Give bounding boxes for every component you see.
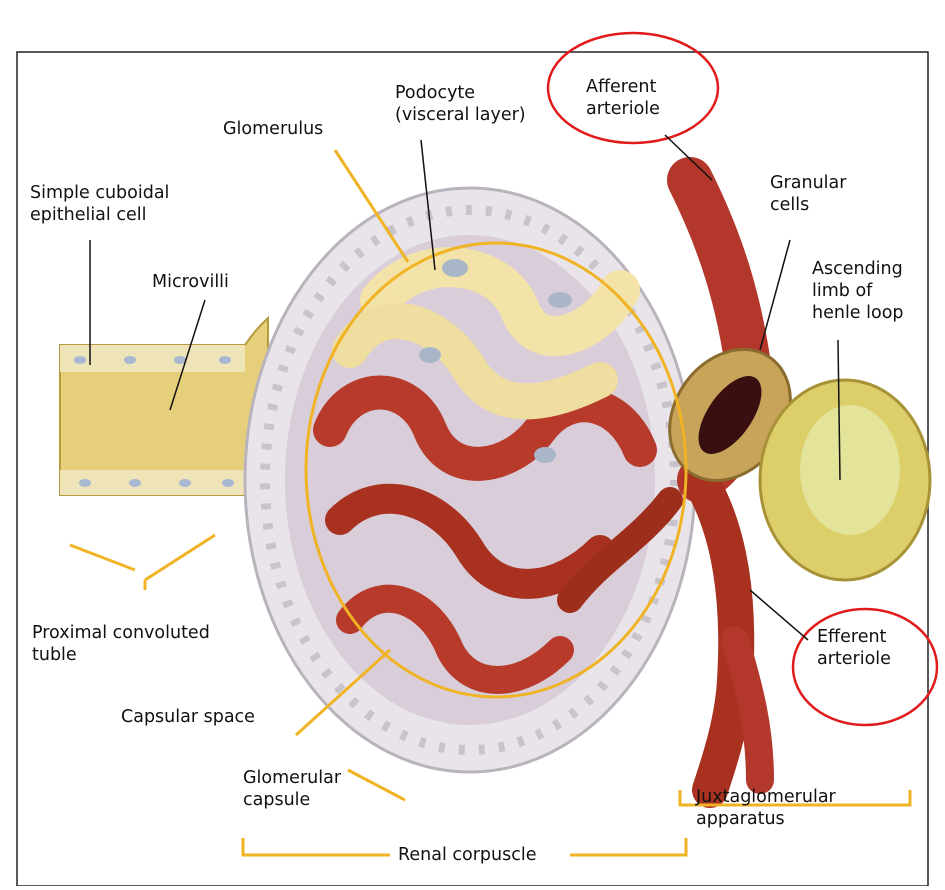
label-podocyte: Podocyte (visceral layer)	[395, 82, 526, 126]
label-juxtaglomerular-apparatus: Juxtaglomerular apparatus	[696, 786, 836, 830]
label-microvilli: Microvilli	[152, 271, 229, 293]
label-ascending-limb: Ascending limb of henle loop	[812, 258, 904, 324]
label-glomerular-capsule: Glomerular capsule	[243, 767, 341, 811]
label-glomerulus: Glomerulus	[223, 118, 323, 140]
label-proximal-convoluted-tubule: Proximal convoluted tuble	[32, 622, 210, 666]
label-granular-cells: Granular cells	[770, 172, 846, 216]
ascending-limb-art	[760, 380, 930, 580]
label-renal-corpuscle: Renal corpuscle	[394, 844, 540, 866]
label-capsular-space: Capsular space	[121, 706, 255, 728]
label-simple-cuboidal: Simple cuboidal epithelial cell	[30, 182, 169, 226]
label-efferent-arteriole: Efferent arteriole	[817, 626, 891, 670]
label-afferent-arteriole: Afferent arteriole	[586, 76, 660, 120]
efferent-arteriole-art	[700, 480, 760, 790]
proximal-tubule	[60, 318, 268, 520]
